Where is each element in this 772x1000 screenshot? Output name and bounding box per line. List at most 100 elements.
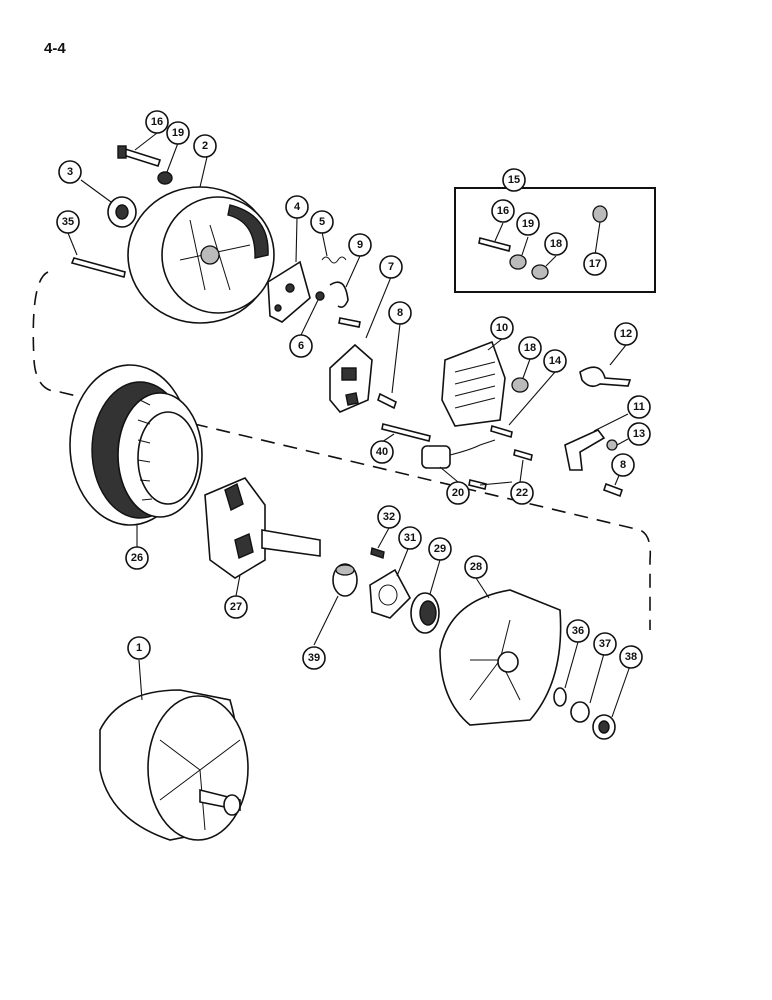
callout-11: 11 — [627, 395, 651, 419]
svg-text:28: 28 — [470, 561, 482, 573]
svg-text:35: 35 — [62, 216, 74, 228]
svg-text:19: 19 — [522, 218, 534, 230]
bearing-sleeve — [332, 563, 358, 597]
callout-18-kit: 18 — [544, 232, 568, 256]
brush-holder-plate — [267, 260, 311, 323]
bearing — [410, 592, 440, 634]
stator — [69, 364, 203, 526]
kit-box — [454, 187, 656, 293]
svg-text:7: 7 — [388, 261, 394, 273]
callout-20: 20 — [446, 481, 470, 505]
svg-text:6: 6 — [298, 340, 304, 352]
callout-12: 12 — [614, 322, 638, 346]
lock-washer — [570, 701, 590, 723]
svg-text:32: 32 — [383, 511, 395, 523]
svg-text:14: 14 — [549, 355, 562, 367]
callout-22: 22 — [510, 481, 534, 505]
alternator-assembly — [99, 689, 249, 841]
callout-1: 1 — [127, 636, 151, 660]
clip — [329, 281, 349, 308]
svg-text:8: 8 — [620, 459, 626, 471]
callout-19-kit: 19 — [516, 212, 540, 236]
callout-8-upper: 8 — [388, 301, 412, 325]
front-housing — [439, 589, 562, 726]
svg-text:12: 12 — [620, 328, 632, 340]
spring — [321, 256, 347, 264]
svg-text:15: 15 — [508, 174, 520, 186]
rectifier — [441, 340, 506, 427]
kit-nut-18 — [531, 264, 549, 280]
screw-8-upper — [377, 392, 397, 410]
callout-40: 40 — [370, 440, 394, 464]
svg-text:3: 3 — [67, 166, 73, 178]
callout-13: 13 — [627, 422, 651, 446]
screw-14 — [490, 424, 513, 439]
svg-text:20: 20 — [452, 487, 464, 499]
bushing — [107, 196, 137, 228]
kit-bolt — [478, 237, 511, 252]
svg-text:8: 8 — [397, 307, 403, 319]
svg-text:9: 9 — [357, 239, 363, 251]
callout-14: 14 — [543, 349, 567, 373]
screw-8-lower — [602, 482, 624, 498]
svg-text:40: 40 — [376, 446, 388, 458]
svg-text:26: 26 — [131, 552, 143, 564]
callout-15: 15 — [502, 168, 526, 192]
assembly-boundary — [32, 271, 652, 630]
callout-5: 5 — [310, 210, 334, 234]
svg-text:1: 1 — [136, 642, 142, 654]
callout-9: 9 — [348, 233, 372, 257]
callout-16: 16 — [145, 110, 169, 134]
svg-text:10: 10 — [496, 322, 508, 334]
callout-37: 37 — [593, 632, 617, 656]
callout-8-lower: 8 — [611, 453, 635, 477]
callout-27: 27 — [224, 595, 248, 619]
callout-31: 31 — [398, 526, 422, 550]
svg-text:37: 37 — [599, 638, 611, 650]
rotor — [204, 477, 321, 579]
callout-10: 10 — [490, 316, 514, 340]
svg-text:38: 38 — [625, 651, 637, 663]
callout-29: 29 — [428, 537, 452, 561]
screw-22b — [513, 448, 533, 462]
callout-6: 6 — [289, 334, 313, 358]
callout-18-mid: 18 — [518, 336, 542, 360]
kit-nut-19 — [509, 254, 527, 270]
callout-28: 28 — [464, 555, 488, 579]
svg-text:16: 16 — [151, 116, 163, 128]
svg-text:36: 36 — [572, 625, 584, 637]
brush-holder — [329, 343, 373, 413]
screw-7 — [338, 317, 361, 328]
washer-6 — [315, 291, 325, 301]
callout-36: 36 — [566, 619, 590, 643]
callout-17: 17 — [583, 252, 607, 276]
svg-text:29: 29 — [434, 543, 446, 555]
svg-text:18: 18 — [524, 342, 536, 354]
svg-text:27: 27 — [230, 601, 242, 613]
pulley-nut — [592, 714, 616, 740]
svg-text:19: 19 — [172, 127, 184, 139]
svg-text:31: 31 — [404, 532, 416, 544]
svg-text:22: 22 — [516, 487, 528, 499]
kit-insulator — [592, 205, 608, 223]
callout-35: 35 — [56, 210, 80, 234]
nut-top — [157, 171, 173, 185]
svg-text:11: 11 — [633, 401, 645, 413]
terminal-bracket — [564, 429, 606, 471]
callout-3: 3 — [58, 160, 82, 184]
svg-text:13: 13 — [633, 428, 645, 440]
svg-text:39: 39 — [308, 652, 320, 664]
nut-18-mid — [511, 377, 529, 393]
callout-19: 19 — [166, 121, 190, 145]
wire-terminal — [579, 366, 632, 388]
svg-text:4: 4 — [294, 201, 301, 213]
callout-39: 39 — [302, 646, 326, 670]
screw-22a — [468, 479, 487, 490]
callout-32: 32 — [377, 505, 401, 529]
bolt-top — [117, 145, 162, 167]
bolt-40 — [381, 423, 431, 442]
washer-36 — [553, 687, 567, 707]
svg-text:18: 18 — [550, 238, 562, 250]
screw-32 — [370, 547, 385, 559]
